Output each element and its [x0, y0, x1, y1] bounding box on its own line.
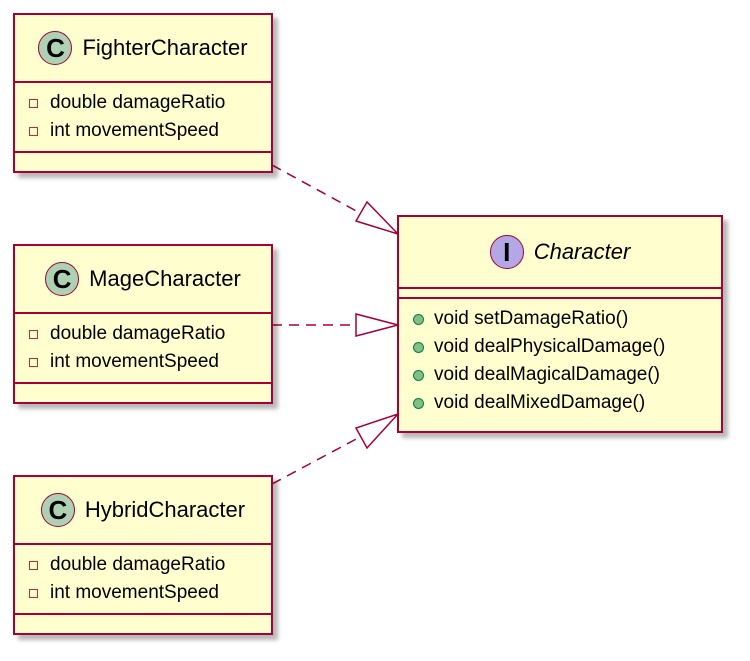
- methods-section-empty: [15, 384, 271, 396]
- public-circle-icon: [413, 313, 424, 325]
- private-square-icon: [29, 357, 38, 367]
- method-row: void setDamageRatio(): [413, 305, 721, 333]
- field-row: double damageRatio: [29, 89, 271, 117]
- field-row: double damageRatio: [29, 320, 271, 348]
- arrow-hybrid-to-character: [271, 412, 401, 485]
- class-c-icon: C: [45, 262, 80, 296]
- class-name: HybridCharacter: [84, 497, 246, 522]
- field-text: double damageRatio: [50, 554, 226, 575]
- interface-i-icon: I: [489, 235, 524, 269]
- interface-header: I Character: [399, 217, 721, 289]
- fields-section: double damageRatio int movementSpeed: [15, 545, 271, 615]
- class-mage-character[interactable]: C MageCharacter double damageRatio int m…: [13, 244, 273, 404]
- private-square-icon: [29, 329, 38, 339]
- interface-name: Character: [533, 239, 631, 264]
- class-c-icon: C: [40, 493, 75, 527]
- methods-section-empty: [15, 615, 271, 627]
- public-circle-icon: [413, 341, 424, 353]
- public-circle-icon: [413, 397, 424, 409]
- method-text: void dealPhysicalDamage(): [434, 336, 666, 357]
- fields-section: double damageRatio int movementSpeed: [15, 83, 271, 153]
- class-hybrid-character[interactable]: C HybridCharacter double damageRatio int…: [13, 475, 273, 635]
- private-square-icon: [29, 588, 38, 598]
- interface-fields-empty: [399, 289, 721, 299]
- class-header: C HybridCharacter: [15, 477, 271, 545]
- private-square-icon: [29, 560, 38, 570]
- private-square-icon: [29, 98, 38, 108]
- field-row: double damageRatio: [29, 551, 271, 579]
- field-row: int movementSpeed: [29, 348, 271, 376]
- class-name: FighterCharacter: [82, 35, 248, 60]
- private-square-icon: [29, 126, 38, 136]
- arrow-mage-to-character: [272, 313, 401, 337]
- field-text: int movementSpeed: [50, 351, 219, 372]
- interface-character[interactable]: I Character void setDamageRatio() void d…: [397, 215, 723, 433]
- methods-section: void setDamageRatio() void dealPhysicalD…: [399, 299, 721, 423]
- method-text: void dealMixedDamage(): [434, 392, 646, 413]
- method-row: void dealMixedDamage(): [413, 389, 721, 417]
- field-text: int movementSpeed: [50, 120, 219, 141]
- methods-section-empty: [15, 153, 271, 165]
- class-name: MageCharacter: [89, 266, 241, 291]
- method-row: void dealPhysicalDamage(): [413, 333, 721, 361]
- class-fighter-character[interactable]: C FighterCharacter double damageRatio in…: [13, 13, 273, 173]
- class-header: C MageCharacter: [15, 246, 271, 314]
- class-header: C FighterCharacter: [15, 15, 271, 83]
- field-text: int movementSpeed: [50, 582, 219, 603]
- fields-section: double damageRatio int movementSpeed: [15, 314, 271, 384]
- field-row: int movementSpeed: [29, 579, 271, 607]
- method-text: void dealMagicalDamage(): [434, 364, 660, 385]
- field-text: double damageRatio: [50, 92, 226, 113]
- arrow-fighter-to-character: [271, 164, 399, 235]
- field-text: double damageRatio: [50, 323, 226, 344]
- method-text: void setDamageRatio(): [434, 308, 629, 329]
- public-circle-icon: [413, 369, 424, 381]
- method-row: void dealMagicalDamage(): [413, 361, 721, 389]
- field-row: int movementSpeed: [29, 117, 271, 145]
- class-c-icon: C: [38, 31, 73, 65]
